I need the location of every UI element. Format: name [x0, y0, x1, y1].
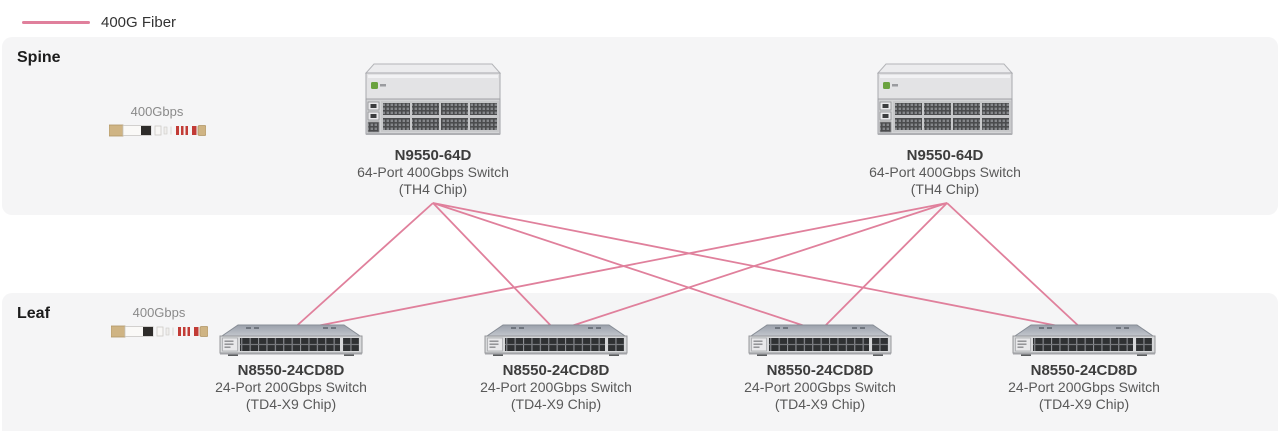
spine-transceiver-label: 400Gbps	[130, 104, 184, 119]
device-chip: (TH4 Chip)	[398, 180, 468, 197]
fiber-link-spine1-leaf4	[432, 202, 1085, 332]
spine-switch-image	[365, 63, 501, 136]
fiber-link-spine2-leaf4	[946, 202, 1085, 332]
fiber-link-spine2-leaf2	[555, 202, 948, 332]
device-description: 64-Port 400Gbps Switch	[869, 164, 1021, 180]
device-description: 64-Port 400Gbps Switch	[357, 164, 509, 180]
fiber-link-spine1-leaf2	[432, 202, 557, 332]
device-chip: (TD4-X9 Chip)	[774, 395, 866, 412]
spine-switch-image	[877, 63, 1013, 136]
device-chip: (TH4 Chip)	[910, 180, 980, 197]
legend-label: 400G Fiber	[101, 13, 177, 31]
spine-transceiver-callout: 400Gbps	[108, 104, 206, 139]
legend: 400G Fiber	[22, 12, 176, 32]
leaf-section-background	[2, 293, 1278, 431]
leaf-section-title: Leaf	[17, 305, 50, 322]
leaf-switch-node-1: N8550-24CD8D 24-Port 200Gbps Switch (TD4…	[181, 324, 401, 412]
leaf-transceiver-label: 400Gbps	[132, 305, 186, 320]
device-name: N8550-24CD8D	[766, 362, 874, 379]
fiber-link-spine2-leaf1	[290, 202, 948, 332]
leaf-switch-node-4: N8550-24CD8D 24-Port 200Gbps Switch (TD4…	[974, 324, 1194, 412]
leaf-switch-image	[1012, 324, 1156, 356]
leaf-transceiver-callout: 400Gbps	[110, 305, 208, 340]
device-name: N8550-24CD8D	[1030, 362, 1138, 379]
fiber-link-spine2-leaf3	[819, 202, 948, 332]
leaf-switch-image	[484, 324, 628, 356]
device-chip: (TD4-X9 Chip)	[510, 395, 602, 412]
device-description: 24-Port 200Gbps Switch	[1008, 379, 1160, 395]
fiber-link-spine1-leaf3	[432, 202, 821, 332]
spine-section-background	[2, 37, 1278, 215]
device-chip: (TD4-X9 Chip)	[1038, 395, 1130, 412]
leaf-switch-node-2: N8550-24CD8D 24-Port 200Gbps Switch (TD4…	[446, 324, 666, 412]
leaf-switch-node-3: N8550-24CD8D 24-Port 200Gbps Switch (TD4…	[710, 324, 930, 412]
device-name: N9550-64D	[394, 147, 472, 164]
spine-section-title: Spine	[17, 49, 61, 66]
spine-switch-node-1: N9550-64D 64-Port 400Gbps Switch (TH4 Ch…	[313, 63, 553, 197]
device-description: 24-Port 200Gbps Switch	[215, 379, 367, 395]
device-name: N8550-24CD8D	[237, 362, 345, 379]
device-description: 24-Port 200Gbps Switch	[744, 379, 896, 395]
qsfp-dd-transceiver-icon	[108, 124, 206, 137]
spine-switch-node-2: N9550-64D 64-Port 400Gbps Switch (TH4 Ch…	[825, 63, 1065, 197]
leaf-switch-image	[219, 324, 363, 356]
fiber-line-icon	[22, 20, 90, 24]
device-description: 24-Port 200Gbps Switch	[480, 379, 632, 395]
fiber-link-spine1-leaf1	[290, 202, 434, 332]
device-name: N8550-24CD8D	[502, 362, 610, 379]
device-chip: (TD4-X9 Chip)	[245, 395, 337, 412]
leaf-switch-image	[748, 324, 892, 356]
device-name: N9550-64D	[906, 147, 984, 164]
